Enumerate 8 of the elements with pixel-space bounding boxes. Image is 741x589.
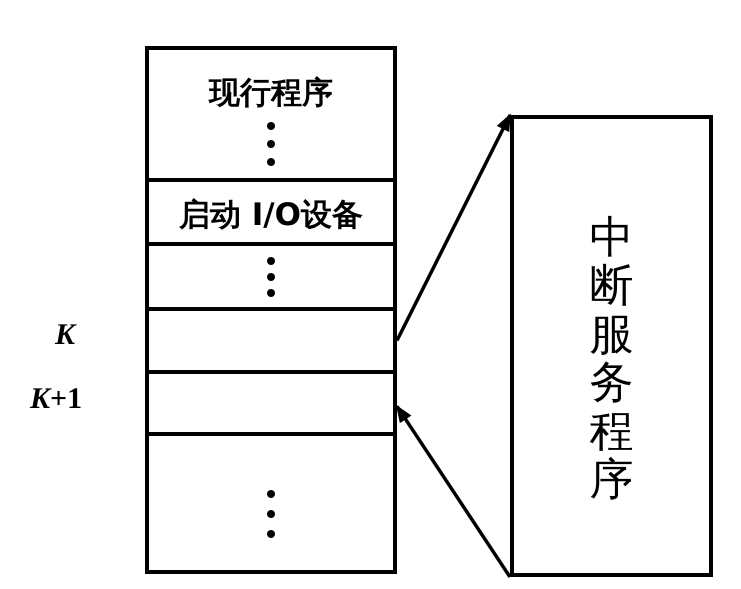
row-label: K [55,318,76,352]
row-label: K+1 [30,382,82,416]
arrow [396,404,512,578]
node-label: 中断服务程序 [590,214,634,504]
node-label: 现行程序 [207,74,334,113]
process-box [510,115,713,577]
arrow [395,113,512,342]
node-label: 启动 I/O设备 [178,196,364,235]
